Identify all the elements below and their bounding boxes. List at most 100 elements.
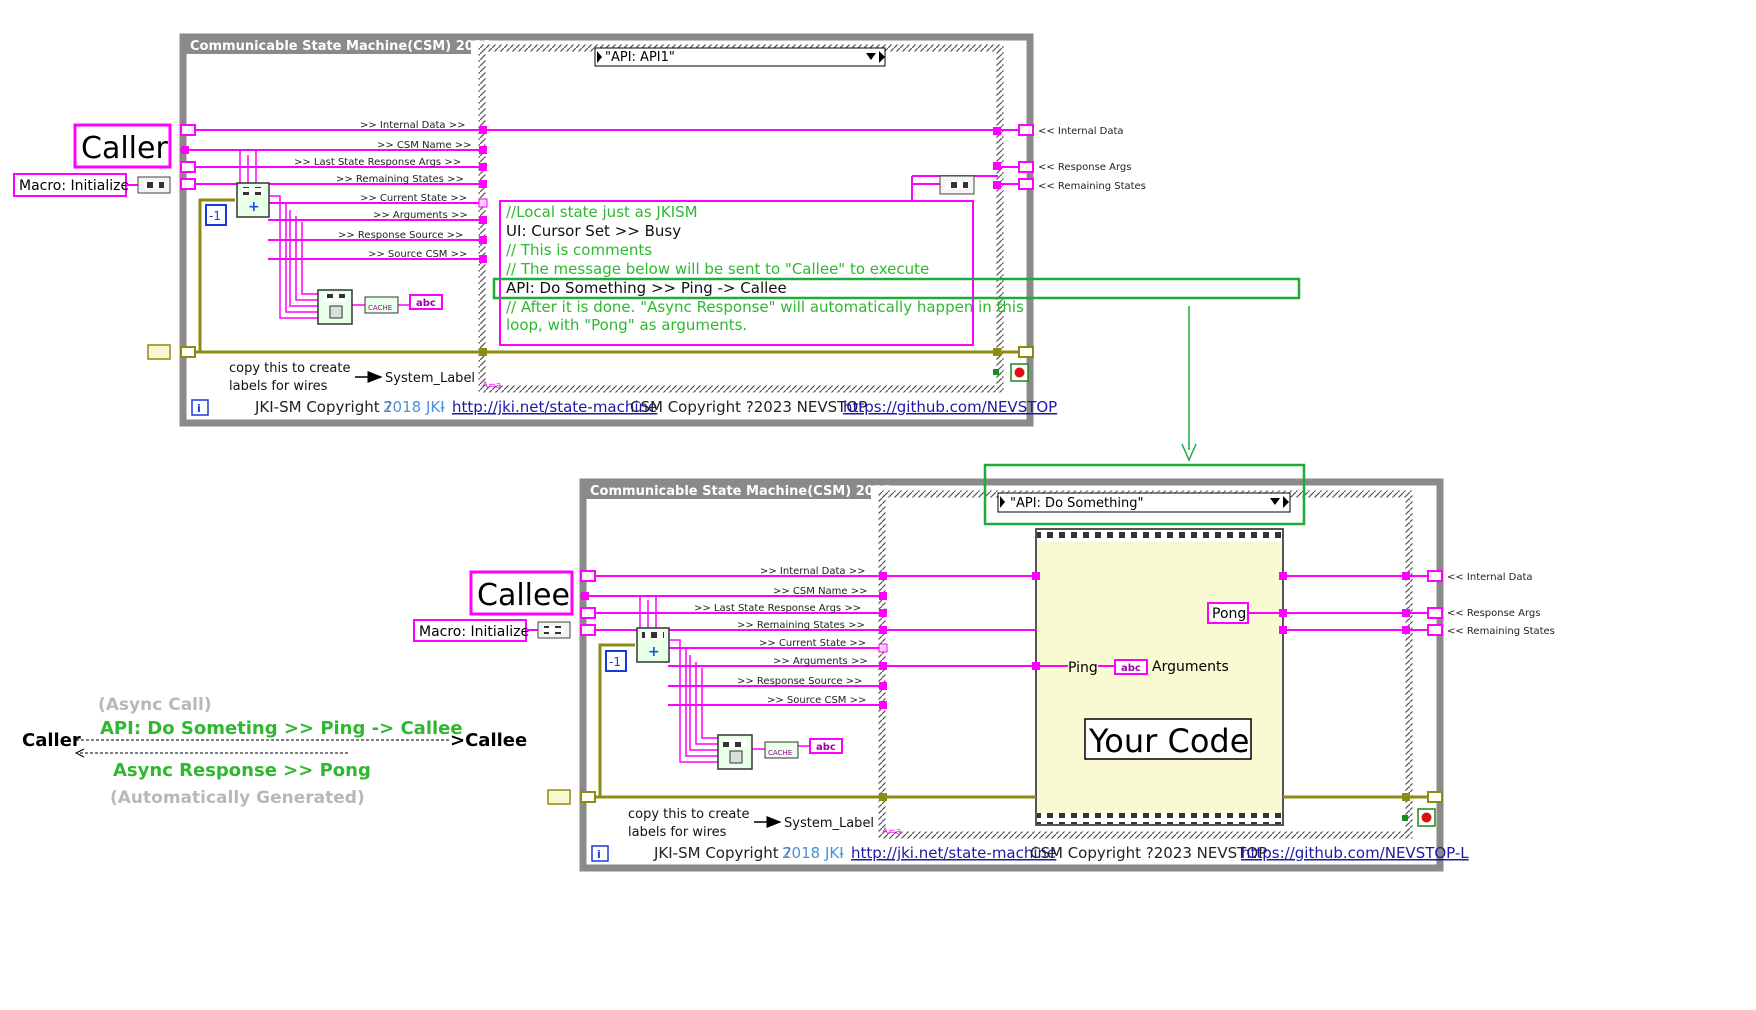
svg-text:Pong: Pong — [1212, 606, 1246, 622]
top-wire-label-last-response: >> Last State Response Args >> — [294, 157, 461, 168]
bottom-case-selector-label: "API: Do Something" — [1010, 496, 1143, 511]
bottom-macro-label: Macro: Initialize — [419, 624, 529, 640]
svg-text:abc: abc — [1121, 663, 1141, 674]
callee-label: Callee — [477, 578, 570, 613]
svg-text:+: + — [648, 644, 660, 660]
bottom-while-loop-frame — [579, 478, 1444, 872]
bottom-wire-label-source-csm: >> Source CSM >> — [767, 695, 866, 706]
your-code-label: Your Code — [1088, 722, 1249, 760]
top-wire-label-current-state: >> Current State >> — [360, 193, 467, 204]
bottom-abc-indicator — [809, 738, 843, 754]
bottom-wire-label-csm-name: >> CSM Name >> — [773, 586, 868, 597]
bottom-wire-label-internal-data: >> Internal Data >> — [760, 566, 865, 577]
bottom-out-response-args: << Response Args — [1447, 608, 1540, 619]
pong-constant — [1207, 602, 1249, 624]
top-frame-title: Communicable State Machine(CSM) 2023 — [190, 39, 492, 54]
top-abc-indicator — [409, 294, 443, 310]
top-wire-label-remaining: >> Remaining States >> — [336, 174, 464, 185]
legend-response: Async Response >> Pong — [113, 760, 371, 781]
svg-text:abc: abc — [816, 742, 836, 753]
your-code-box — [1084, 718, 1252, 760]
bottom-case-prev-icon[interactable] — [1000, 496, 1005, 508]
bottom-footer-link-github[interactable]: https://github.com/NEVSTOP-L — [1241, 844, 1469, 862]
bottom-footer-dash: - — [839, 844, 844, 862]
top-copy-label-2: labels for wires — [229, 379, 328, 394]
top-case-prev-icon[interactable] — [597, 51, 602, 63]
legend-callee: >Callee — [450, 730, 527, 751]
top-case-dropdown-icon[interactable] — [866, 53, 876, 60]
bottom-csm-diagram: Communicable State Machine(CSM) 2023 "AP… — [413, 463, 1555, 872]
your-code-frame — [1036, 529, 1283, 825]
top-wire-label-source-csm: >> Source CSM >> — [368, 249, 467, 260]
bottom-case-dropdown-icon[interactable] — [1270, 498, 1280, 505]
bottom-copy-label-2: labels for wires — [628, 825, 727, 840]
top-highlight-message — [492, 277, 1301, 300]
flow-arrow — [1181, 306, 1197, 462]
bottom-out-remaining-states: << Remaining States — [1447, 626, 1555, 637]
top-case-index-label: A=a — [482, 381, 501, 391]
top-wire-label-response-source: >> Response Source >> — [338, 230, 463, 241]
top-out-remaining-states: << Remaining States — [1038, 181, 1146, 192]
top-frame-title-bg — [186, 38, 471, 54]
ping-label: Ping — [1068, 660, 1098, 676]
arguments-abc-indicator — [1114, 659, 1148, 675]
top-footer-year: 2018 JKI — [383, 398, 445, 416]
legend-caller: Caller — [22, 730, 81, 751]
bottom-footer-csm: CSM Copyright ?2023 NEVSTOP — [1030, 844, 1267, 862]
top-comment-box — [499, 200, 974, 346]
legend-auto: (Automatically Generated) — [110, 788, 365, 808]
top-neg1-const — [205, 204, 227, 226]
top-comment-line-4: // The message below will be sent to "Ca… — [506, 260, 929, 278]
svg-text:i: i — [597, 848, 601, 861]
top-comment-line-2: UI: Cursor Set >> Busy — [506, 222, 681, 240]
svg-text:-1: -1 — [609, 655, 621, 669]
legend-async-call: (Async Call) — [98, 695, 212, 715]
top-out-internal-data: << Internal Data — [1038, 126, 1124, 137]
top-case-selector-label: "API: API1" — [605, 50, 675, 65]
top-copy-label-1: copy this to create — [229, 361, 350, 376]
top-footer-dash: - — [440, 398, 445, 416]
bottom-out-internal-data: << Internal Data — [1447, 572, 1533, 583]
svg-text:CACHE: CACHE — [768, 749, 792, 757]
bottom-highlight-selector — [983, 463, 1306, 526]
bottom-frame-title: Communicable State Machine(CSM) 2023 — [590, 484, 892, 499]
top-cache-icon — [364, 296, 399, 314]
top-system-label: System_Label — [385, 371, 475, 386]
top-macro-label: Macro: Initialize — [19, 178, 129, 194]
top-footer-link-github[interactable]: https://github.com/NEVSTOP — [843, 398, 1057, 416]
bottom-neg1-const — [605, 650, 627, 672]
bottom-system-label: System_Label — [784, 816, 874, 831]
bottom-footer-year: 2018 JKI — [782, 844, 844, 862]
bottom-footer-link-jki[interactable]: http://jki.net/state-machine — [851, 844, 1056, 862]
bottom-wire-label-last-response: >> Last State Response Args >> — [694, 603, 861, 614]
top-comment-line-7: loop, with "Pong" as arguments. — [506, 316, 747, 334]
top-footer-csm: CSM Copyright ?2023 NEVSTOP — [630, 398, 867, 416]
top-wire-label-internal-data: >> Internal Data >> — [360, 120, 465, 131]
bottom-wire-label-response-source: >> Response Source >> — [737, 676, 862, 687]
svg-text:abc: abc — [416, 298, 436, 309]
top-footer-jki: JKI-SM Copyright ? — [254, 398, 392, 416]
bottom-cache-icon — [764, 741, 799, 759]
bottom-copy-label-1: copy this to create — [628, 807, 749, 822]
top-comment-line-3: // This is comments — [506, 241, 652, 259]
top-stop-icon — [1014, 367, 1025, 378]
svg-text:-1: -1 — [209, 209, 221, 223]
top-csm-diagram: Communicable State Machine(CSM) 2023 "AP… — [13, 33, 1301, 427]
bottom-case-next-icon[interactable] — [1283, 496, 1289, 508]
bottom-info-icon — [591, 845, 609, 862]
bottom-case-selector[interactable] — [997, 492, 1291, 513]
bottom-wire-label-arguments: >> Arguments >> — [773, 656, 868, 667]
caller-label-box — [73, 123, 172, 169]
bottom-case-index-label: A=a — [882, 827, 901, 837]
top-comment-line-1: //Local state just as JKISM — [506, 203, 698, 221]
bottom-error-cluster-const — [547, 789, 571, 805]
async-call-legend: (Async Call) API: Do Someting >> Ping ->… — [22, 695, 527, 808]
top-footer-link-jki[interactable]: http://jki.net/state-machine — [452, 398, 657, 416]
top-wire-label-csm-name: >> CSM Name >> — [377, 140, 472, 151]
bottom-wire-label-remaining: >> Remaining States >> — [737, 620, 865, 631]
bottom-stop-icon — [1421, 812, 1432, 823]
top-case-next-icon[interactable] — [879, 51, 885, 63]
top-info-icon — [191, 399, 209, 416]
arguments-label: Arguments — [1152, 659, 1229, 675]
